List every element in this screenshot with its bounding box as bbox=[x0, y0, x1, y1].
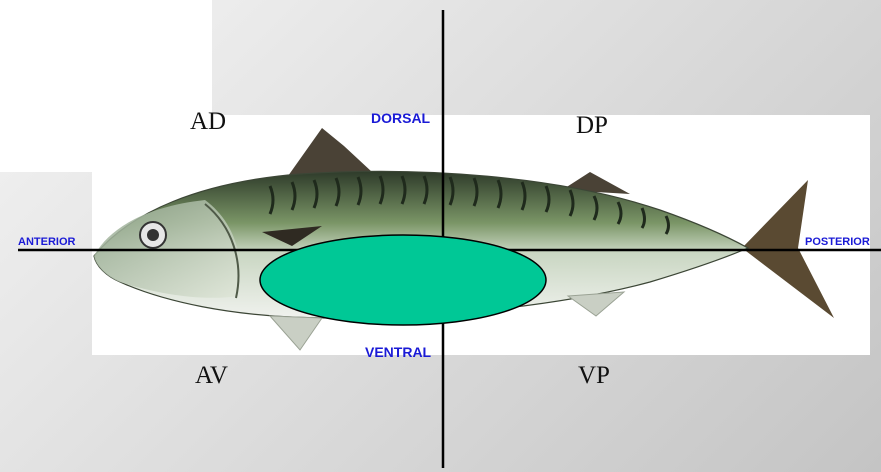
dorsal-fin-icon bbox=[288, 128, 372, 176]
axis-label-anterior: ANTERIOR bbox=[18, 236, 75, 248]
anal-fin-icon bbox=[568, 292, 624, 316]
axis-label-posterior: POSTERIOR bbox=[805, 236, 870, 248]
axis-label-dorsal: DORSAL bbox=[371, 110, 430, 126]
quadrant-label-ad: AD bbox=[190, 108, 226, 136]
quadrant-label-vp: VP bbox=[578, 362, 610, 390]
pelvic-fin-icon bbox=[270, 316, 322, 350]
fish-pupil-icon bbox=[147, 229, 159, 241]
body-cavity-oval bbox=[260, 235, 546, 325]
quadrant-label-av: AV bbox=[195, 362, 228, 390]
axis-label-ventral: VENTRAL bbox=[365, 344, 431, 360]
quadrant-label-dp: DP bbox=[576, 112, 608, 140]
